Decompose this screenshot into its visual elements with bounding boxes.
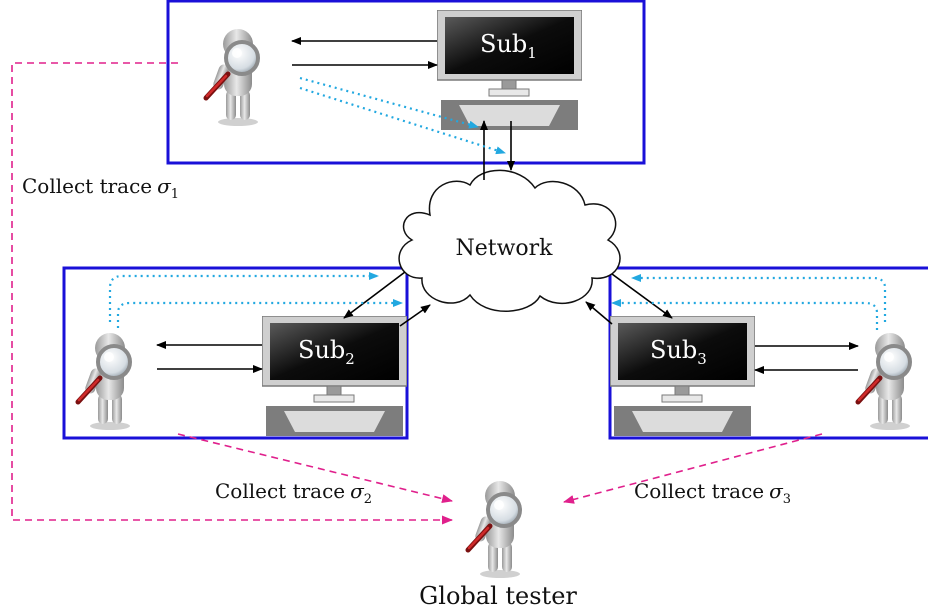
monitor-icon [610, 316, 755, 436]
sub2-label: Sub2 [298, 336, 355, 368]
network-cloud-icon [398, 169, 621, 312]
trace-arrow-3 [563, 433, 823, 504]
arrow-network-to-sub2 [343, 271, 406, 319]
local-tester-2-icon [78, 333, 130, 430]
global-tester-label: Global tester [419, 582, 577, 610]
monitor-icon [262, 316, 407, 436]
subsystem-2-box [62, 266, 409, 440]
monitor-icon [437, 10, 582, 130]
subsystem-1-box [166, 0, 646, 165]
monitor-sub3: Sub3 [610, 316, 755, 436]
sub3-label: Sub3 [650, 336, 707, 368]
monitor-arrow-tester1-a [299, 76, 479, 129]
local-tester-3-icon [858, 333, 910, 430]
monitor-arrow-tester2-a [108, 272, 379, 322]
global-tester-icon [468, 481, 520, 578]
trace-arrow-1 [11, 62, 453, 525]
local-tester-1-icon [206, 29, 258, 126]
arrow-sub2-to-network [399, 304, 431, 327]
monitor-arrow-tester3-a [631, 274, 887, 322]
monitor-arrow-tester3-b [611, 299, 879, 330]
sub1-label: Sub1 [480, 30, 537, 62]
arrow-network-to-sub3 [611, 273, 673, 319]
monitor-sub1: Sub1 [437, 10, 582, 130]
network-label: Network [455, 236, 553, 261]
arrow-sub3-to-network [585, 301, 613, 325]
monitor-sub2: Sub2 [262, 316, 407, 436]
